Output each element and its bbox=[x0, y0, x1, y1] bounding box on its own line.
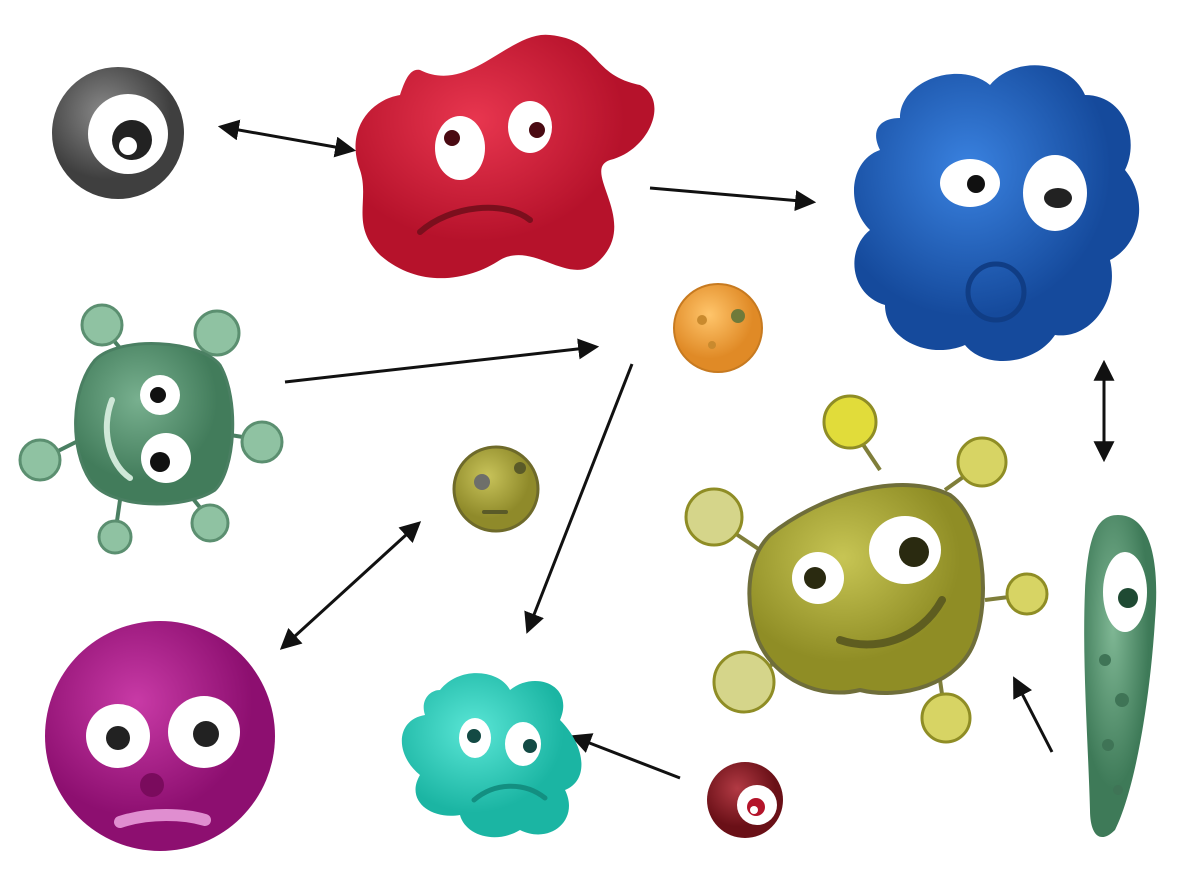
green-virus bbox=[18, 303, 284, 555]
eye-icon bbox=[505, 722, 541, 766]
flat-mouth bbox=[114, 809, 211, 828]
o-mouth bbox=[965, 261, 1027, 323]
arrow-grey-red bbox=[217, 119, 357, 158]
orange-spore bbox=[673, 283, 763, 373]
yellow-virus bbox=[684, 394, 1049, 744]
frown-mouth bbox=[417, 204, 533, 235]
smile-mouth bbox=[836, 596, 946, 649]
grey-cell bbox=[52, 67, 184, 199]
arrow-paramecium-yellow bbox=[1013, 676, 1054, 753]
blue-blob bbox=[853, 65, 1140, 362]
magenta-cell bbox=[45, 621, 275, 851]
teal-amoeba bbox=[401, 673, 582, 838]
eye-icon bbox=[435, 116, 485, 180]
arrow-orange-teal bbox=[524, 363, 634, 634]
green-paramecium bbox=[1084, 515, 1157, 838]
dark-red-cell bbox=[707, 762, 783, 838]
arrow-darkred-teal bbox=[570, 733, 681, 780]
arrows bbox=[217, 119, 1115, 780]
red-amoeba bbox=[355, 34, 655, 279]
smile-mouth bbox=[103, 397, 133, 481]
arrow-red-blue bbox=[649, 186, 817, 212]
frown-mouth bbox=[471, 783, 548, 803]
olive-spore bbox=[452, 445, 540, 533]
arrow-olive-magenta bbox=[279, 521, 422, 650]
arrow-green-orange bbox=[284, 338, 600, 384]
